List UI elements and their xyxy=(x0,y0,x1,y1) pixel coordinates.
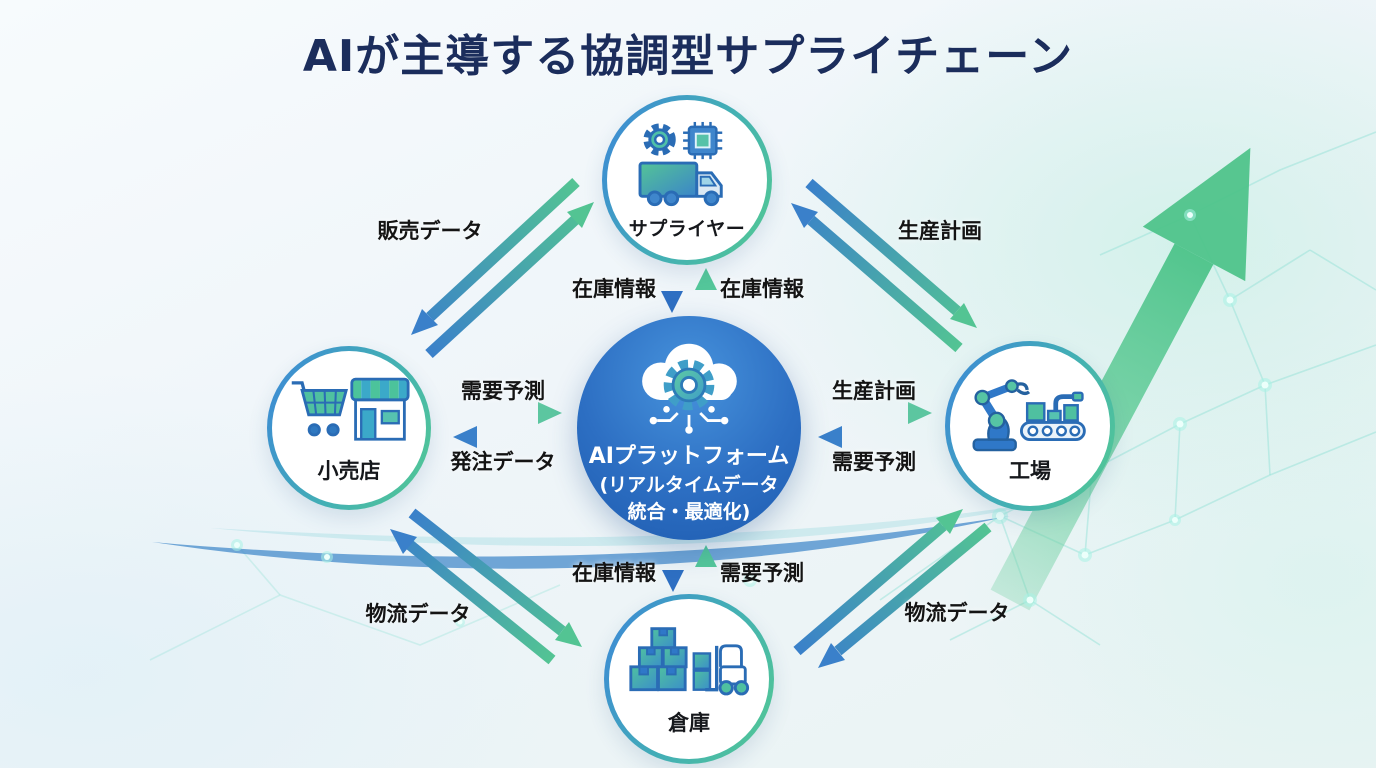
arrow-warehouse-to-retail xyxy=(390,529,556,665)
node-factory: 工場 xyxy=(945,341,1115,511)
circuit-icon xyxy=(649,406,729,434)
arrow-retail-to-platform xyxy=(452,402,562,424)
shopping-cart-icon xyxy=(291,381,349,437)
arrow-platform-to-warehouse xyxy=(662,547,684,592)
arrow-retail-to-supplier xyxy=(425,202,594,359)
edge-label-logistics-right: 物流データ xyxy=(904,601,1010,625)
gear-icon xyxy=(663,359,715,411)
edge-label-inventory-top-left: 在庫情報 xyxy=(572,277,656,301)
warehouse-label: 倉庫 xyxy=(668,711,710,735)
arrow-supplier-to-retail xyxy=(411,177,580,335)
retail-icons xyxy=(291,377,410,441)
node-warehouse: 倉庫 xyxy=(604,594,774,764)
arrow-platform-to-retail xyxy=(453,426,560,448)
wave-stroke xyxy=(152,516,1010,569)
arrow-supplier-to-factory xyxy=(805,178,977,328)
gear-icon xyxy=(643,122,676,156)
edge-label-demand-forecast-bottom: 需要予測 xyxy=(720,561,804,585)
stacked-boxes-icon xyxy=(629,627,712,692)
arrow-platform-to-factory xyxy=(818,402,932,424)
warehouse-icons xyxy=(629,627,750,696)
arrow-supplier-to-platform xyxy=(661,270,683,313)
arrow-platform-to-supplier xyxy=(695,268,717,312)
arrow-factory-to-supplier xyxy=(791,203,963,353)
factory-icons xyxy=(972,379,1086,452)
arrow-factory-to-warehouse xyxy=(818,522,992,668)
edge-label-production-plan-top: 生産計画 xyxy=(898,219,982,243)
platform-icons xyxy=(642,343,737,434)
edge-label-sales-data: 販売データ xyxy=(377,219,483,243)
edge-label-demand-forecast-right: 需要予測 xyxy=(832,450,916,474)
platform-subtitle-2: 統合・最適化) xyxy=(627,501,751,523)
platform-subtitle-1: (リアルタイムデータ xyxy=(599,474,779,496)
forklift-icon xyxy=(705,644,750,696)
wave-echo xyxy=(210,498,1070,546)
retail-label: 小売店 xyxy=(317,459,381,483)
edge-label-order-data: 発注データ xyxy=(450,450,556,474)
truck-icon xyxy=(638,161,723,206)
node-retail: 小売店 xyxy=(267,346,431,510)
arrow-warehouse-to-platform xyxy=(695,545,717,590)
edge-label-logistics-left: 物流データ xyxy=(365,602,471,626)
supplier-icons xyxy=(638,121,723,206)
node-supplier: サプライヤー xyxy=(602,95,772,265)
platform-title: AIプラットフォーム xyxy=(588,444,790,469)
arrow-factory-to-platform xyxy=(818,426,930,448)
page-title: AIが主導する協調型サプライチェーン xyxy=(302,31,1074,82)
edge-label-demand-forecast-left: 需要予測 xyxy=(461,379,545,403)
arrow-warehouse-to-factory xyxy=(793,509,963,656)
edge-label-inventory-top-right: 在庫情報 xyxy=(720,277,804,301)
conveyor-icon xyxy=(1019,391,1086,441)
robot-arm-icon xyxy=(972,379,1031,452)
edge-label-inventory-bottom: 在庫情報 xyxy=(572,561,656,585)
node-ai-platform: AIプラットフォーム (リアルタイムデータ 統合・最適化) xyxy=(577,316,801,540)
arrow-retail-to-warehouse xyxy=(408,508,582,647)
edge-label-production-plan-right: 生産計画 xyxy=(832,379,916,403)
factory-label: 工場 xyxy=(1009,459,1051,483)
supplier-label: サプライヤー xyxy=(628,217,746,240)
chip-icon xyxy=(683,121,723,159)
storefront-icon xyxy=(350,377,410,441)
